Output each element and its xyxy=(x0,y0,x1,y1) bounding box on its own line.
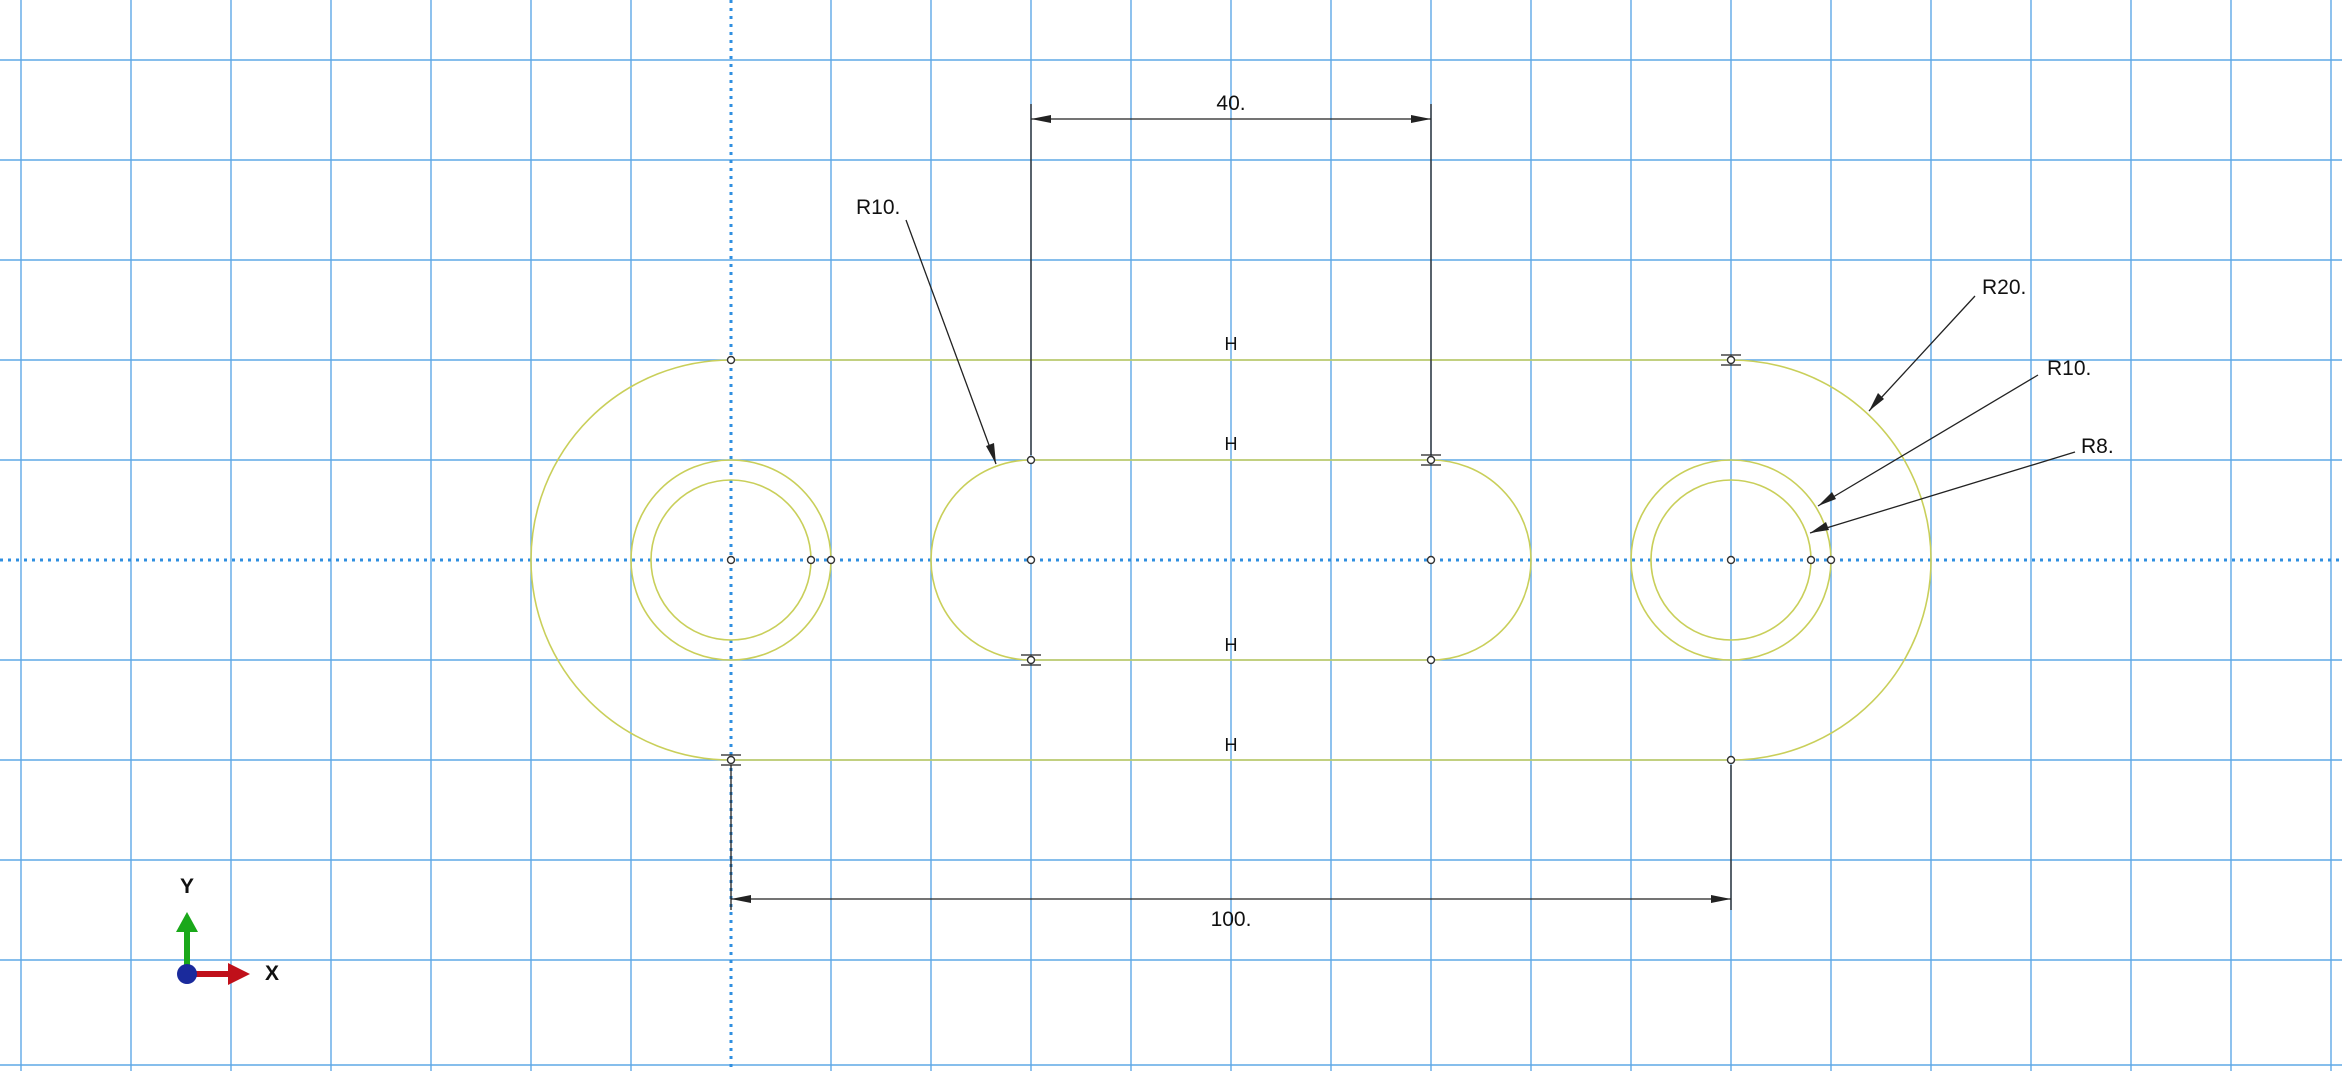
dimension-outer-radius[interactable]: R20. xyxy=(1868,276,2026,412)
vertex xyxy=(1726,755,1736,765)
y-axis-label: Y xyxy=(180,875,194,898)
vertex xyxy=(726,755,736,765)
dimension-bottom-length[interactable]: 100. xyxy=(730,765,1732,931)
dimension-label: R8. xyxy=(2081,435,2114,458)
horizontal-constraint-icon: H xyxy=(1225,635,1238,655)
vertex xyxy=(1726,555,1736,565)
x-axis-label: X xyxy=(265,962,279,985)
vertex xyxy=(1026,555,1036,565)
vertex xyxy=(1426,455,1436,465)
vertex xyxy=(1426,555,1436,565)
horizontal-constraints: H H H H xyxy=(1225,334,1238,755)
vertex xyxy=(826,555,836,565)
z-axis-dot-icon xyxy=(177,964,197,984)
horizontal-constraint-icon: H xyxy=(1225,735,1238,755)
vertex xyxy=(1726,355,1736,365)
vertex xyxy=(806,555,816,565)
vertex xyxy=(1806,555,1816,565)
dimension-top-length[interactable]: 40. xyxy=(1030,92,1432,455)
dimension-label: R20. xyxy=(1982,276,2026,299)
dimension-right-ring-outer-radius[interactable]: R10. xyxy=(1817,357,2091,507)
dimension-label: 40. xyxy=(1216,92,1245,115)
x-axis-arrowhead-icon xyxy=(228,963,250,985)
dimension-left-slot-radius[interactable]: R10. xyxy=(856,196,997,465)
vertex xyxy=(726,355,736,365)
sketch-vertices[interactable] xyxy=(726,355,1836,765)
dimension-label: R10. xyxy=(856,196,900,219)
vertex xyxy=(1026,655,1036,665)
vertex xyxy=(1826,555,1836,565)
coordinate-triad: Y X xyxy=(176,875,279,985)
horizontal-constraint-icon: H xyxy=(1225,334,1238,354)
horizontal-constraint-icon: H xyxy=(1225,434,1238,454)
vertex xyxy=(726,555,736,565)
dimension-label: 100. xyxy=(1211,908,1252,931)
dimension-label: R10. xyxy=(2047,357,2091,380)
vertex xyxy=(1426,655,1436,665)
vertex xyxy=(1026,455,1036,465)
y-axis-arrowhead-icon xyxy=(176,912,198,932)
dimension-right-ring-inner-radius[interactable]: R8. xyxy=(1809,435,2114,534)
